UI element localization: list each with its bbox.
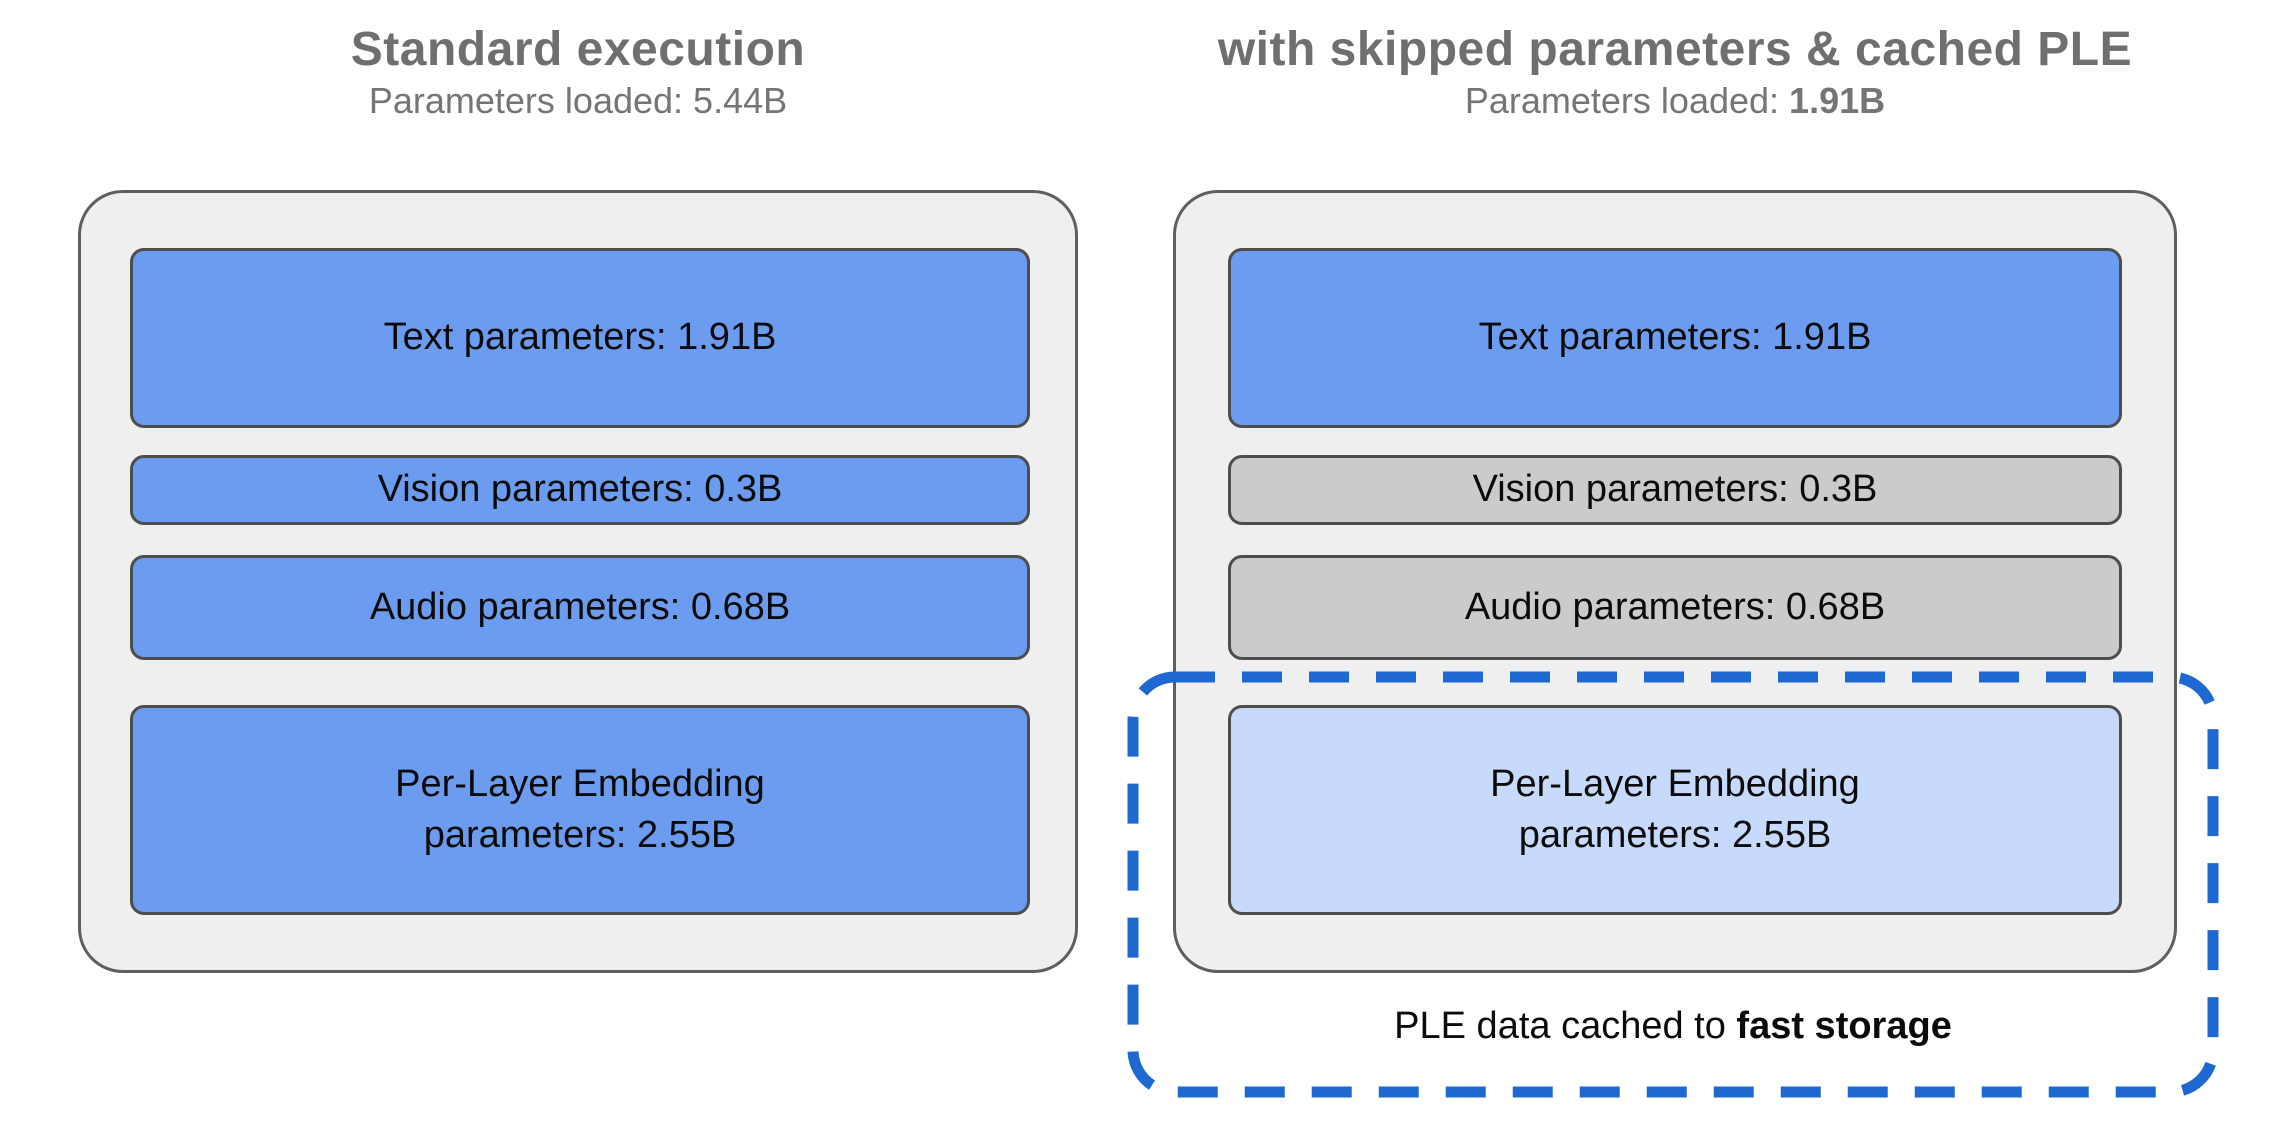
left-panel-title: Standard execution [350,23,806,76]
left-vision-parameters-box: Vision parameters: 0.3B [130,455,1030,525]
right-ple-parameters-box-cached: Per-Layer Embedding parameters: 2.55B [1228,705,2122,915]
right-subtitle-prefix: Parameters loaded: [1464,80,1790,121]
left-ple-line1: Per-Layer Embedding [395,762,765,805]
right-vision-parameters-box-skipped: Vision parameters: 0.3B [1228,455,2122,525]
left-audio-parameters-label: Audio parameters: 0.68B [369,585,791,628]
right-vision-parameters-label: Vision parameters: 0.3B [1472,468,1878,511]
left-panel-subtitle: Parameters loaded: 5.44B [28,80,1128,122]
left-text-parameters-label: Text parameters: 1.91B [383,316,777,359]
right-subtitle-value: 1.91B [1789,80,1886,121]
ple-cache-caption-bold: fast storage [1736,1005,1952,1047]
left-ple-parameters-box: Per-Layer Embedding parameters: 2.55B [130,705,1030,915]
right-panel-title: with skipped parameters & cached PLE [1217,23,2133,76]
right-text-parameters-box: Text parameters: 1.91B [1228,248,2122,428]
right-ple-line2: parameters: 2.55B [1518,814,1832,856]
ple-cache-caption-prefix: PLE data cached to [1394,1005,1737,1047]
right-ple-parameters-label: Per-Layer Embedding parameters: 2.55B [1490,759,1860,862]
right-ple-line1: Per-Layer Embedding [1490,762,1860,805]
right-audio-parameters-label: Audio parameters: 0.68B [1464,585,1886,628]
left-text-parameters-box: Text parameters: 1.91B [130,248,1030,428]
right-panel-subtitle: Parameters loaded: 1.91B [1125,80,2225,122]
left-audio-parameters-box: Audio parameters: 0.68B [130,555,1030,660]
ple-cache-caption: PLE data cached to fast storage [1133,1005,2213,1048]
left-ple-parameters-label: Per-Layer Embedding parameters: 2.55B [395,759,765,862]
left-subtitle-prefix: Parameters loaded: [368,80,694,121]
right-audio-parameters-box-skipped: Audio parameters: 0.68B [1228,555,2122,660]
left-subtitle-value: 5.44B [693,80,788,121]
left-ple-line2: parameters: 2.55B [423,814,737,856]
right-text-parameters-label: Text parameters: 1.91B [1478,316,1872,359]
left-vision-parameters-label: Vision parameters: 0.3B [377,468,783,511]
